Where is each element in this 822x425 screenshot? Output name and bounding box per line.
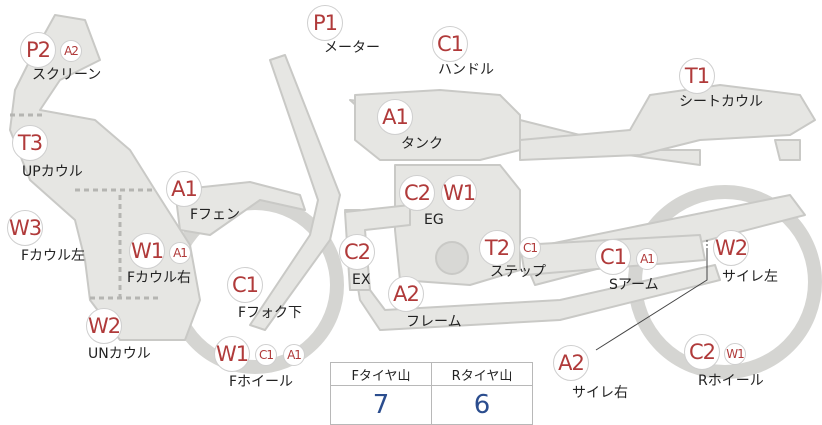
badge-a1-tank: A1 [377, 99, 413, 135]
badge-c1-fork: C1 [227, 267, 263, 303]
badge-w1-fcowl: W1 [129, 233, 165, 269]
fork-shape [249, 54, 341, 331]
badge-c2-ex: C2 [339, 234, 375, 270]
seat-shape [519, 84, 816, 161]
front-fender-shape [174, 181, 306, 236]
label-f-cowl-right: Fカウル右 [127, 270, 192, 286]
label-ex: EX [352, 272, 371, 288]
badge-c2-rwheel: C2 [684, 334, 720, 370]
label-f-fender: Fフェン [190, 207, 241, 223]
label-s-arm: Sアーム [609, 277, 659, 293]
badge-a2-silencer: A2 [553, 345, 589, 381]
badge-a2-frame: A2 [388, 276, 424, 312]
badge-a1-fcowl: A1 [169, 242, 191, 264]
badge-w1-eg: W1 [441, 175, 477, 211]
label-un-cowl: UNカウル [88, 346, 151, 362]
badge-c1-handle: C1 [432, 26, 468, 62]
badge-a2-screen: A2 [60, 40, 82, 62]
badge-w3: W3 [7, 210, 43, 246]
badge-t1: T1 [679, 58, 715, 94]
badge-a1-sarm: A1 [636, 248, 658, 270]
badge-w1-wheel: W1 [214, 336, 250, 372]
label-handle: ハンドル [438, 62, 494, 78]
badge-t3: T3 [12, 125, 48, 161]
label-silencer-right: サイレ右 [572, 385, 628, 401]
label-screen: スクリーン [32, 67, 102, 83]
label-eg: EG [424, 212, 444, 228]
label-meter: メーター [324, 40, 380, 56]
badge-c1-wheel: C1 [255, 344, 277, 366]
badge-w2-uncowl: W2 [86, 308, 122, 344]
label-frame: フレーム [406, 314, 462, 330]
badge-w2-silencer: W2 [713, 230, 749, 266]
label-seat-cowl: シートカウル [679, 94, 763, 110]
front-tyre-value: 7 [330, 385, 432, 425]
badge-t2: T2 [479, 230, 515, 266]
rear-tyre-header: Rタイヤ山 [431, 362, 533, 386]
label-f-cowl-left: Fカウル左 [21, 248, 86, 264]
badge-a1-wheel: A1 [283, 344, 305, 366]
tyre-tread-table: Fタイヤ山 Rタイヤ山 7 6 [330, 362, 533, 425]
front-tyre-header: Fタイヤ山 [330, 362, 432, 386]
label-r-wheel: Rホイール [698, 373, 764, 389]
badge-c2-eg: C2 [399, 175, 435, 211]
badge-p2: P2 [20, 32, 56, 68]
label-tank: タンク [401, 136, 443, 152]
label-silencer-left: サイレ左 [722, 269, 778, 285]
label-f-wheel: Fホイール [229, 374, 294, 390]
badge-w1-rwheel: W1 [724, 343, 746, 365]
label-up-cowl: UPカウル [22, 164, 83, 180]
label-step: ステップ [490, 264, 546, 280]
badge-a1-fender: A1 [166, 171, 202, 207]
rear-tyre-value: 6 [431, 385, 533, 425]
rear-wheel-shape [628, 185, 822, 379]
badge-c1-sarm: C1 [595, 239, 631, 275]
badge-p1: P1 [307, 5, 343, 41]
badge-c1-step: C1 [519, 237, 541, 259]
label-f-fork-lower: Fフォク下 [238, 305, 303, 321]
